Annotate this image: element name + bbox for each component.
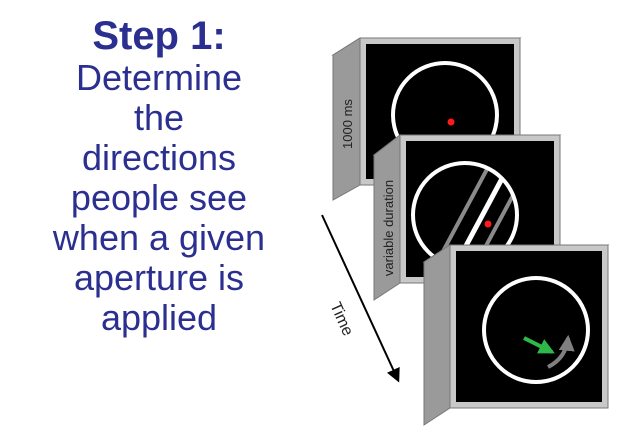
time-arrow	[321, 214, 400, 383]
description-line: the	[133, 97, 185, 138]
slide-text: Step 1: Determine the directions people …	[0, 14, 318, 338]
frame-2-duration-label: variable duration	[381, 180, 396, 276]
frame-3	[422, 244, 610, 426]
response-arrow	[523, 336, 555, 354]
description-line: people see	[70, 177, 248, 218]
aperture-circle	[482, 276, 590, 384]
fixation-dot	[484, 220, 492, 228]
rotate-arrow-icon	[547, 334, 575, 369]
description-line: aperture is	[73, 257, 245, 298]
description-line: when a given	[52, 217, 266, 258]
description-line: Determine	[75, 57, 243, 98]
step-title: Step 1:	[92, 14, 226, 58]
step-description: Determine the directions people see when…	[0, 58, 318, 338]
description-line: applied	[100, 297, 218, 338]
description-line: directions	[81, 137, 237, 178]
frame-1-duration-label: 1000 ms	[340, 99, 355, 149]
time-label: Time	[326, 300, 356, 339]
fixation-dot	[447, 118, 455, 126]
